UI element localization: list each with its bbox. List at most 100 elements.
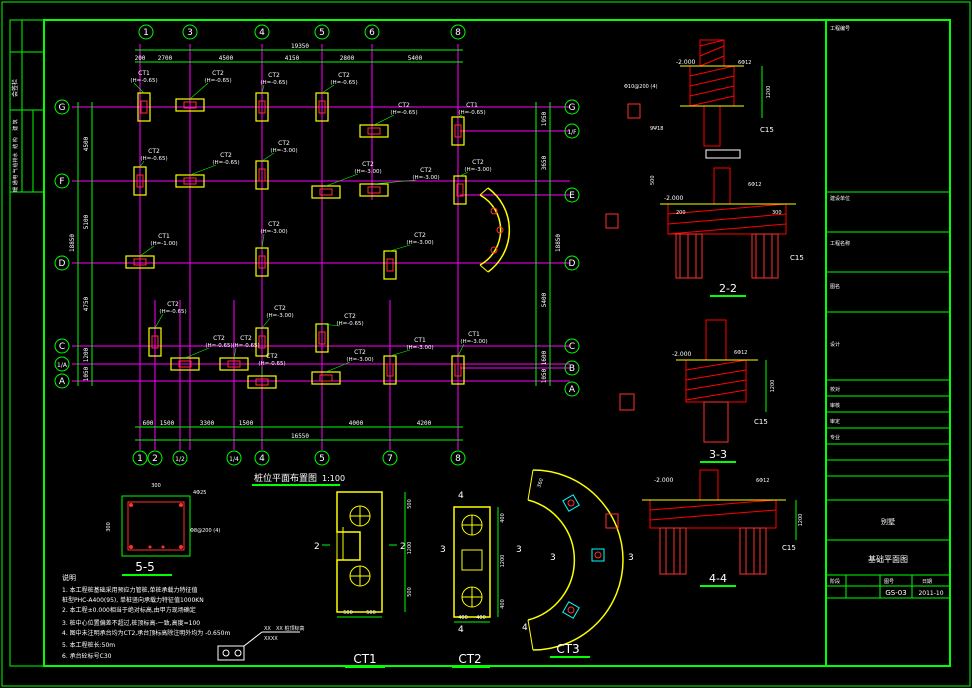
- cap-leader: [389, 244, 411, 252]
- right-dim-0: 1950: [541, 111, 548, 126]
- top-dim-3: 2800: [340, 55, 355, 62]
- cap-leader: [139, 245, 155, 257]
- cap-leader: [133, 82, 145, 94]
- cap-leader: [373, 114, 395, 126]
- ct3-sec-right: 3: [628, 553, 634, 563]
- cap-name: CT2: [148, 148, 160, 155]
- sec44-elev: -2.000: [654, 477, 674, 484]
- cap-elevation: (H=-0.65): [204, 78, 231, 84]
- left-dim-3: 1200: [83, 347, 90, 362]
- svg-text:E: E: [569, 191, 575, 201]
- pile-cap-8: CT2(H=-3.00): [255, 140, 298, 190]
- pile-caps: CT1(H=-0.65)CT2(H=-0.65)CT2(H=-0.65)CT2(…: [125, 70, 492, 389]
- cap-name: CT2: [212, 70, 224, 77]
- ct3-dim: 360: [536, 478, 545, 489]
- svg-text:4: 4: [259, 454, 265, 464]
- pile-symbol: [367, 186, 381, 194]
- section-3-3: -2.000 6Φ12 1200 C15 3-3: [619, 319, 776, 463]
- pile-plan: 19350 200 2700 4500 4150 2800 5400 600 1…: [54, 24, 580, 486]
- pile-symbol: [258, 335, 266, 349]
- cap-leader: [457, 114, 463, 118]
- cap-leader: [325, 173, 359, 187]
- bottom-dim-3: 1500: [239, 420, 254, 427]
- cap-name: CT2: [268, 72, 280, 79]
- tb-row-4: 设计: [830, 341, 840, 348]
- tb-row-0: 工程编号: [830, 25, 850, 32]
- sec11-pile: 9Ψ18: [650, 126, 663, 132]
- pile-symbol: [318, 100, 326, 114]
- pile-cap-19: CT2(H=-0.65): [219, 335, 260, 371]
- ct3-sec-left: 3: [550, 553, 556, 563]
- cap-name: CT2: [274, 305, 286, 312]
- plan-title: 桩位平面布置图: [254, 472, 317, 484]
- axis-bubble-left-A: A: [54, 373, 70, 389]
- tb-drawing-title: 基础平面图: [868, 554, 908, 564]
- sec44-bar: 6Φ12: [756, 478, 769, 484]
- pile-cap-6: CT2(H=-0.65): [133, 148, 168, 196]
- pile-symbol: [255, 378, 269, 386]
- svg-text:D: D: [59, 259, 66, 269]
- notes-head: 说明: [62, 573, 76, 582]
- cap-name: CT2: [213, 335, 225, 342]
- axis-bubble-bottom-5: 5: [314, 450, 330, 466]
- axis-bubble-top-6: 6: [364, 24, 380, 40]
- pile-symbol: [227, 360, 241, 368]
- ct2-bot-b: 400: [476, 615, 486, 621]
- ct2-detail: 4 3 3 4 400 1200 400 400 400 CT2: [440, 491, 522, 668]
- svg-text:7: 7: [387, 454, 393, 464]
- tb-date-label: 日期: [922, 579, 932, 585]
- svg-text:1/A: 1/A: [57, 362, 68, 369]
- pile-cap-14: CT2(H=-3.00): [453, 159, 492, 205]
- strip-label-2: 结 构: [12, 137, 19, 149]
- bottom-total: 16550: [291, 433, 309, 440]
- pile-cap-2: CT2(H=-0.65): [255, 72, 288, 122]
- sec33-conc: C15: [754, 418, 768, 426]
- bottom-dim-1: 1500: [160, 420, 175, 427]
- cap-elevation: (H=-3.00): [270, 148, 297, 154]
- section-5-5-width: 300: [151, 483, 161, 489]
- right-dim-3: 1600: [541, 350, 548, 365]
- cap-elevation: (H=-0.65): [458, 110, 485, 116]
- section-5-5-bar2: Φ8@200 (4): [190, 528, 220, 534]
- cap-elevation: (H=-0.65): [205, 343, 232, 349]
- cap-leader: [261, 317, 271, 329]
- ct2-title: CT2: [458, 652, 481, 666]
- cap-name: CT2: [344, 313, 356, 320]
- tb-drawing-no: GS-03: [885, 589, 906, 597]
- axis-bubble-top-3: 3: [182, 24, 198, 40]
- cap-elevation: (H=-3.00): [260, 229, 287, 235]
- dimension-lines: [77, 49, 551, 441]
- left-signature-strip: 会签栏 建 筑 结 构 给排水 电 气 暖 通: [11, 79, 19, 192]
- cap-name: CT2: [240, 335, 252, 342]
- pile-cap-9: CT2(H=-3.00): [311, 161, 382, 199]
- note-1b: 桩型PHC-A400(95), 单桩竖向承载力特征值1000KN: [62, 596, 204, 604]
- pile-symbol: [183, 101, 197, 109]
- svg-text:4: 4: [259, 28, 265, 38]
- cap-leader: [389, 349, 411, 357]
- cap-elevation: (H=-0.65): [336, 321, 363, 327]
- ct1-dim-a: 500: [407, 499, 413, 509]
- tb-stage-label: 阶段: [830, 578, 840, 585]
- cap-name: CT2: [398, 102, 410, 109]
- tb-row-2: 工程名称: [830, 240, 850, 247]
- section-4-4: -2.000 6Φ12 1200 C15 4-4: [605, 469, 804, 587]
- ct1-dim-b: 1200: [407, 542, 413, 555]
- pile-cap-12: CT2(H=-3.00): [255, 221, 288, 277]
- cap-leader: [184, 347, 210, 359]
- left-total: 18850: [69, 234, 76, 252]
- pile-symbol: [454, 124, 462, 138]
- ct2-bot-a: 400: [458, 615, 468, 621]
- axis-bubble-top-4: 4: [254, 24, 270, 40]
- pile-cap-7: CT2(H=-0.65): [175, 152, 240, 188]
- cap-elevation: (H=-0.65): [212, 160, 239, 166]
- section-5-5-title: 5-5: [135, 560, 155, 574]
- cap-name: CT1: [466, 102, 478, 109]
- pile-cap-5: CT1(H=-0.65): [451, 102, 486, 146]
- ct2-sec-right: 3: [516, 545, 522, 555]
- pile-symbol: [258, 168, 266, 182]
- svg-text:2: 2: [152, 454, 158, 464]
- pile-symbol: [454, 363, 462, 377]
- cap-leader: [233, 347, 237, 359]
- sec11-elev: -2.000: [676, 59, 696, 66]
